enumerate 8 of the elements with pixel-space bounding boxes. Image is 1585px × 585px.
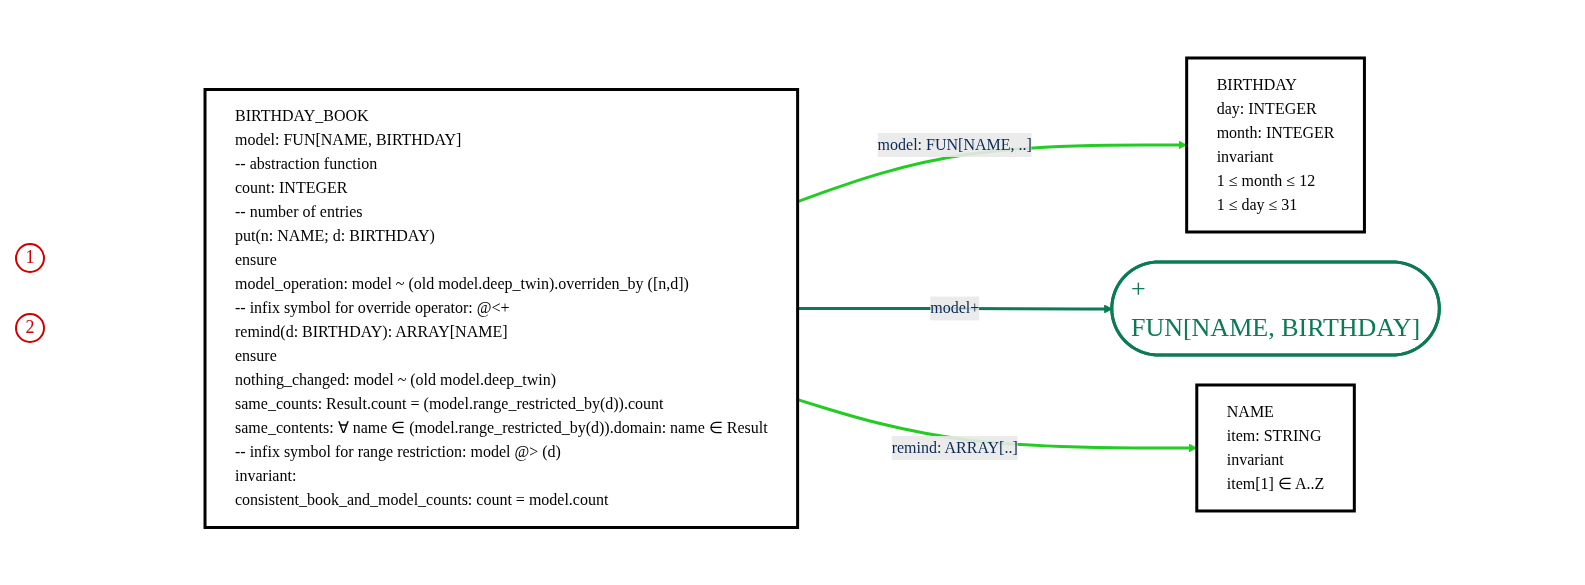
callout-number: 2 — [15, 312, 45, 343]
node-box: NAME item: STRING invariant item[1] ∈ A..Z — [1195, 383, 1357, 513]
node-box: BIRTHDAY day: INTEGER month: INTEGER invariant 1 ≤ month ≤ 12 1 ≤ day ≤ 31 — [1185, 56, 1367, 234]
node-box: BIRTHDAY_BOOK model: FUN[NAME, BIRTHDAY] -- abstraction function count: INTEGER -- number of entries put(n: NAME; d: BIRTHDAY) ensure model_operation: model ~ (old model.deep_twin).overriden_by ([n,d]) -- infix symbol for override operator: @<+ remind(d: BIRTHDAY): ARRAY[NAME] ensure nothing_changed: model ~ (old model.deep_twin) same_counts: Result.count = (model.range_restricted_by(d)).count same_contents: ∀ name ∈ (model.range_restricted_by(d)).domain: name ∈ Result -- infix symbol for range restriction: model @> (d) invariant: consistent_book_and_model_counts: count = model.count — [203, 87, 800, 529]
edge-label: remind: ARRAY[..] — [892, 438, 1019, 456]
edge-label: model: FUN[NAME, ..] — [877, 135, 1033, 153]
callout-number: 1 — [15, 242, 45, 273]
edge-label: model+ — [930, 299, 980, 317]
